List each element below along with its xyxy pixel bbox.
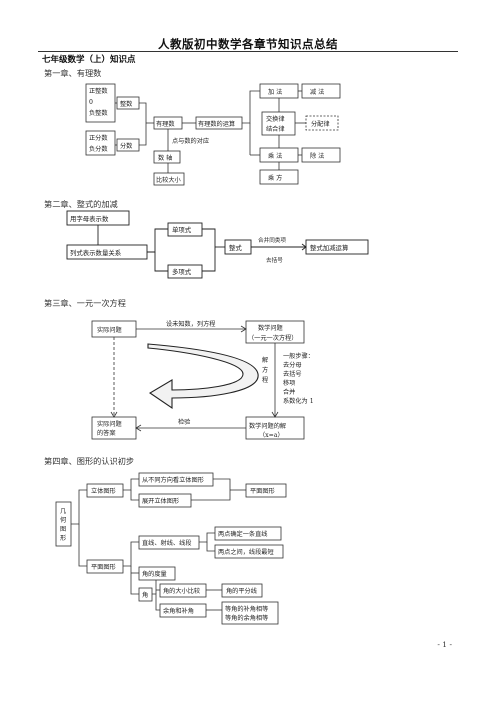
plane-figure-label: 平面图形	[91, 563, 116, 571]
step-4: 合并	[283, 388, 295, 396]
neg-fraction-label: 负分数	[89, 145, 108, 153]
remove-brackets-label: 去括号	[266, 256, 283, 264]
grade-heading: 七年级数学（上）知识点	[42, 55, 136, 65]
rational-ops-label: 有理数的运算	[198, 120, 235, 128]
add-subtract-ops-label: 整式加减运算	[310, 243, 349, 252]
monomial-label: 单项式	[172, 225, 192, 234]
compare-size-label: 比较大小	[156, 176, 182, 184]
return-arrow	[147, 343, 259, 410]
lines-rays-segments-label: 直线、射线、线段	[142, 539, 192, 547]
solution-value-label: （x=a）	[259, 432, 284, 439]
two-points-line-label: 两点确定一条直线	[218, 530, 268, 538]
angle-bisector-label: 角的平分线	[226, 587, 257, 595]
rational-label: 有理数	[156, 120, 175, 128]
division-label: 除 法	[310, 152, 324, 160]
zero-label: 0	[89, 99, 93, 106]
real-problem-label: 实际问题	[97, 326, 122, 334]
chapter-3-heading: 第三章、一元一次方程	[44, 298, 126, 308]
chapter-2-heading: 第二章、整式的加减	[44, 199, 118, 209]
angle-compare-label: 角的大小比较	[163, 587, 200, 595]
solve-char-1: 解	[262, 356, 268, 364]
associative-law-label: 结合律	[266, 125, 285, 133]
real-answer-label-a: 实际问题	[97, 420, 122, 428]
solve-char-2: 方	[262, 366, 268, 374]
step-3: 移项	[283, 379, 295, 387]
angle-label: 角	[142, 591, 148, 599]
solve-char-3: 程	[262, 376, 268, 384]
shortest-segment-label: 两点之间，线段最短	[218, 548, 274, 556]
real-answer-label-b: 的答案	[97, 429, 116, 437]
point-number-correspondence-label: 点与数的对应	[172, 137, 209, 145]
setup-equation-label: 设未知数，列方程	[166, 320, 216, 328]
number-axis-label: 数 轴	[158, 154, 172, 162]
document-title: 人教版初中数学各章节知识点总结	[158, 37, 338, 51]
solid-figure-label: 立体图形	[91, 487, 116, 495]
polynomial-label: 多项式	[172, 267, 192, 276]
multiplication-label: 乘 法	[268, 152, 282, 160]
math-problem-label: 数学问题	[258, 324, 283, 332]
pos-fraction-label: 正分数	[89, 134, 108, 142]
complement-supplement-label: 余角和补角	[163, 607, 194, 615]
step-2: 去括号	[283, 370, 302, 378]
equal-supplements-label: 等角的补角相等	[225, 605, 268, 613]
geometry-char-3: 图	[60, 526, 66, 533]
title-rule	[38, 51, 458, 52]
step-5: 系数化为 1	[283, 397, 314, 405]
distributive-law-label: 分配律	[311, 120, 330, 128]
linear-equation-label: （一元一次方程）	[248, 334, 298, 342]
letters-for-numbers-label: 用字母表示数	[70, 214, 109, 223]
integer-label: 整数	[120, 100, 133, 108]
geometry-char-4: 形	[60, 534, 66, 542]
angle-measure-label: 角的度量	[142, 570, 167, 578]
unfold-solid-label: 展开立体图形	[142, 497, 179, 505]
subtraction-label: 减 法	[310, 88, 324, 96]
chapter-4-heading: 第四章、图形的认识初步	[44, 456, 135, 466]
equal-complements-label: 等角的余角相等	[225, 614, 268, 622]
geometry-char-1: 几	[60, 508, 66, 515]
integral-expression-label: 整式	[229, 243, 242, 252]
check-label: 检验	[178, 418, 191, 426]
power-label: 乘 方	[268, 174, 282, 182]
pos-integer-label: 正整数	[89, 87, 108, 95]
views-label: 从不同方向看立体图形	[142, 476, 204, 484]
step-1: 去分母	[283, 361, 302, 369]
fraction-label: 分数	[120, 142, 133, 150]
chapter-1-heading: 第一章、有理数	[44, 68, 102, 78]
expression-quantity-label: 列式表示数量关系	[70, 248, 121, 257]
combine-like-terms-label: 合并同类项	[258, 236, 286, 244]
geometry-char-2: 何	[60, 516, 66, 524]
commutative-law-label: 交换律	[266, 115, 285, 123]
step-0: 一般步骤：	[283, 352, 314, 360]
plane-figure-right-label: 平面图形	[250, 487, 275, 495]
page-number: - 1 -	[437, 640, 452, 649]
addition-label: 加 法	[268, 88, 282, 96]
neg-integer-label: 负整数	[89, 109, 108, 117]
math-solution-label: 数学问题的解	[249, 422, 286, 430]
